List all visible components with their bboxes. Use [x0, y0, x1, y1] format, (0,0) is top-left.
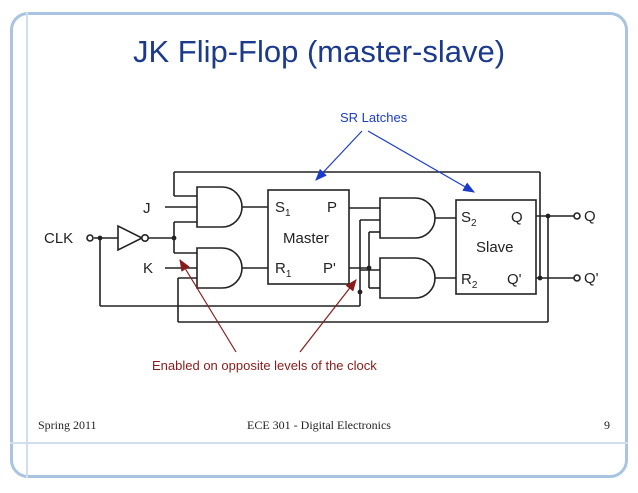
- slave-r-label: R2: [461, 271, 478, 291]
- footer-page-number: 9: [604, 418, 610, 432]
- output-qbar-label: Q': [584, 270, 599, 287]
- clk-label: CLK: [44, 230, 73, 247]
- frame-margin-line: [26, 12, 28, 478]
- slave-qbar-label: Q': [507, 271, 522, 288]
- and-gate-slave-s: [379, 197, 436, 239]
- master-r-label: R1: [275, 260, 292, 280]
- clk-terminal: [86, 234, 94, 242]
- output-q-label: Q: [584, 208, 596, 225]
- j-label: J: [143, 200, 151, 217]
- slave-latch: [455, 199, 537, 295]
- master-p-label: P: [327, 199, 337, 216]
- sr-latches-callout: SR Latches: [340, 110, 408, 125]
- sr-arrow-slave: [367, 130, 476, 193]
- enabled-arrow-slave: [299, 279, 357, 353]
- slave-name: Slave: [476, 239, 514, 256]
- slave-q-label: Q: [511, 209, 523, 226]
- enabled-arrow-master: [179, 258, 237, 353]
- master-s-label: S1: [275, 199, 291, 219]
- q-terminal: [573, 212, 581, 220]
- inverter-gate: [117, 224, 144, 252]
- footer-date: Spring 2011: [38, 418, 97, 432]
- master-name: Master: [283, 230, 329, 247]
- qbar-terminal: [573, 274, 581, 282]
- sr-arrow-master: [315, 130, 363, 181]
- slave-s-label: S2: [461, 209, 477, 229]
- slide-title: JK Flip-Flop (master-slave): [132, 34, 506, 69]
- frame-footer-line: [10, 442, 628, 444]
- master-latch: [267, 189, 350, 285]
- inverter-bubble: [141, 234, 150, 243]
- footer-course: ECE 301 - Digital Electronics: [247, 418, 391, 432]
- master-pbar-label: P': [323, 260, 336, 277]
- enabled-callout: Enabled on opposite levels of the clock: [152, 358, 377, 373]
- and-gate-k: [196, 247, 243, 289]
- and-gate-j: [196, 186, 243, 228]
- k-label: K: [143, 260, 153, 277]
- and-gate-slave-r: [379, 257, 436, 299]
